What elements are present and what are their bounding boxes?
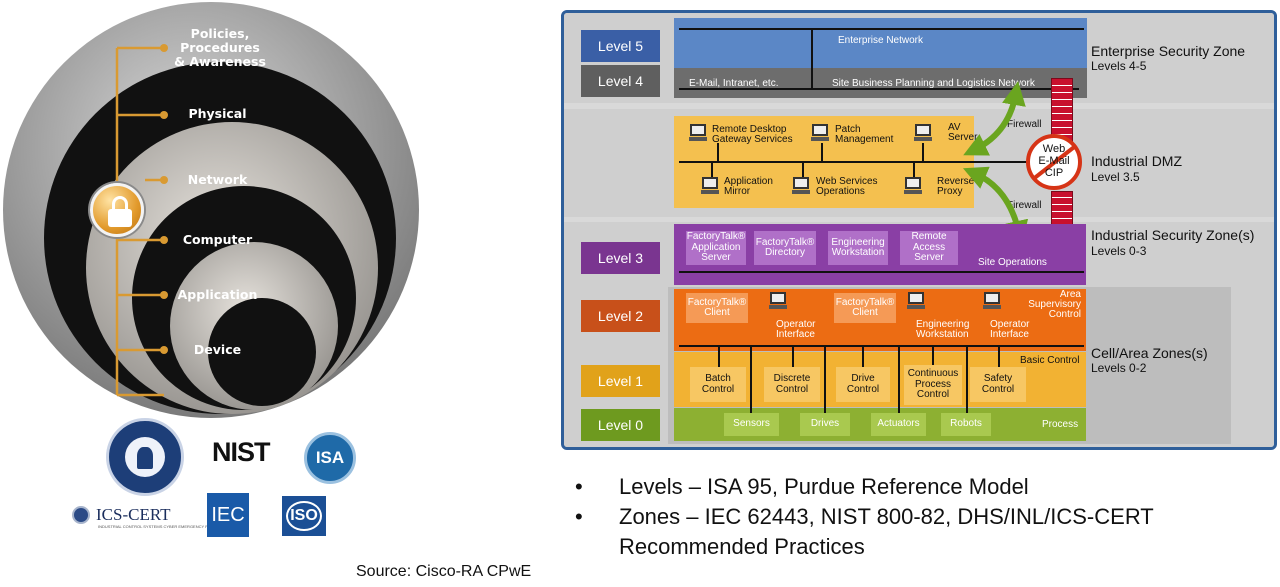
iso-logo: ISO	[282, 496, 326, 536]
layer-label-policies: Policies, Procedures & Awareness	[174, 26, 266, 69]
l0-connector	[750, 345, 752, 413]
level-3-label: Level 3	[581, 242, 660, 274]
bullet-levels: Levels – ISA 95, Purdue Reference Model	[575, 472, 1215, 502]
level-2-label: Level 2	[581, 300, 660, 332]
concentric-rings	[3, 2, 419, 418]
industrial-zone-title: Industrial Security Zone(s)	[1091, 227, 1255, 243]
source-caption: Source: Cisco-RA CPwE	[356, 563, 532, 580]
level2-bus-line	[679, 345, 1084, 347]
dmz-drop-line	[802, 161, 804, 177]
computer-icon	[983, 292, 1001, 310]
defense-in-depth-diagram: Policies, Procedures & Awareness Physica…	[0, 0, 420, 420]
l1-connector	[932, 345, 934, 365]
l0-drives: Drives	[800, 413, 850, 436]
layer-label-device: Device	[193, 342, 242, 357]
ics-cert-seal-icon	[72, 506, 90, 524]
l2-factorytalk-client-2: FactoryTalk®Client	[834, 293, 896, 323]
computer-icon	[689, 124, 707, 142]
bullet-zones: Zones – IEC 62443, NIST 800-82, DHS/INL/…	[575, 502, 1215, 562]
l1-connector	[718, 345, 720, 367]
level-1-label: Level 1	[581, 365, 660, 397]
computer-icon	[904, 177, 922, 195]
l2-factorytalk-client: FactoryTalk®Client	[686, 293, 748, 323]
layer-label-network: Network	[187, 172, 248, 187]
enterprise-vertical-line	[811, 28, 813, 88]
level-0-label: Level 0	[581, 409, 660, 441]
level-4-label: Level 4	[581, 65, 660, 97]
l3-factorytalk-directory: FactoryTalk®Directory	[754, 231, 816, 265]
computer-icon	[907, 292, 925, 310]
lock-icon	[90, 183, 144, 237]
layer-label-computer: Computer	[182, 232, 253, 247]
dmz-drop-line	[821, 143, 823, 161]
cell-zone-sub: Levels 0-2	[1091, 361, 1147, 375]
l0-robots: Robots	[941, 413, 991, 436]
computer-icon	[792, 177, 810, 195]
purdue-model-panel: Enterprise Network E-Mail, Intranet, etc…	[561, 10, 1277, 450]
dmz-zone-title: Industrial DMZ	[1091, 153, 1183, 169]
computer-icon	[769, 292, 787, 310]
ics-cert-logo: ICS-CERT INDUSTRIAL CONTROL SYSTEMS CYBE…	[72, 505, 240, 529]
cell-zone-title: Cell/Area Zones(s)	[1091, 345, 1208, 361]
level4-bus-line	[679, 88, 1079, 90]
industrial-zone-sub: Levels 0-3	[1091, 244, 1147, 258]
l0-connector	[824, 345, 826, 413]
level3-bus-line	[679, 271, 1084, 273]
l0-connector	[898, 345, 900, 413]
dmz-drop-line	[922, 143, 924, 161]
enterprise-zone-title: Enterprise Security Zone	[1091, 43, 1246, 59]
site-business-label: Site Business Planning and Logistics Net…	[832, 78, 1035, 89]
dhs-seal-logo	[106, 418, 184, 496]
dmz-bus-line	[679, 161, 1029, 163]
nist-logo: NIST	[212, 437, 271, 467]
site-operations-label: Site Operations	[978, 257, 1047, 268]
dmz-zone-sub: Level 3.5	[1091, 170, 1140, 184]
isa-logo: ISA	[304, 432, 356, 484]
l1-connector	[792, 345, 794, 367]
computer-icon	[811, 124, 829, 142]
email-intranet-label: E-Mail, Intranet, etc.	[689, 78, 779, 89]
enterprise-bus-line	[679, 28, 1084, 30]
l1-connector	[862, 345, 864, 367]
basic-control-label: Basic Control	[1020, 355, 1080, 366]
enterprise-zone-sub: Levels 4-5	[1091, 59, 1147, 73]
l0-sensors: Sensors	[724, 413, 779, 436]
layer-label-physical: Physical	[188, 106, 247, 121]
dmz-drop-line	[913, 161, 915, 177]
dmz-drop-line	[717, 143, 719, 161]
process-label: Process	[1042, 419, 1079, 430]
level-5-label: Level 5	[581, 30, 660, 62]
iec-logo: IEC	[207, 493, 249, 537]
dmz-drop-line	[711, 161, 713, 177]
enterprise-network: Enterprise Network	[674, 18, 1087, 69]
l0-connector	[966, 345, 968, 413]
computer-icon	[701, 177, 719, 195]
l1-connector	[998, 345, 1000, 367]
layer-label-application: Application	[177, 287, 258, 302]
bullet-list: Levels – ISA 95, Purdue Reference Model …	[575, 472, 1215, 562]
l0-actuators: Actuators	[871, 413, 926, 436]
computer-icon	[914, 124, 932, 142]
ring-device	[208, 298, 316, 406]
